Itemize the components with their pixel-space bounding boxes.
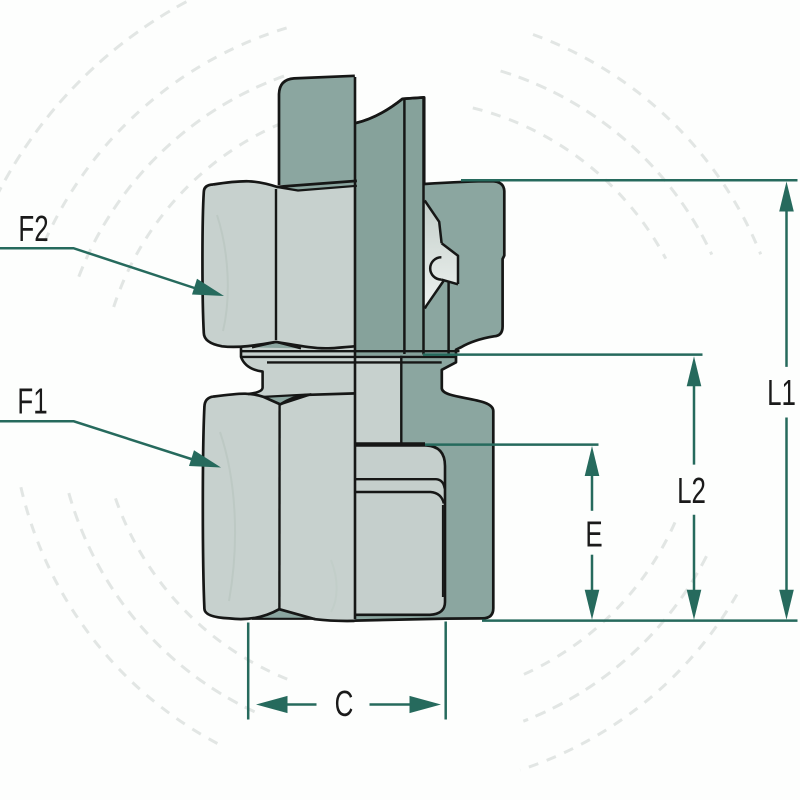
- svg-text:C: C: [335, 684, 354, 724]
- svg-text:F2: F2: [18, 209, 48, 249]
- svg-text:F1: F1: [17, 381, 47, 421]
- svg-text:L2: L2: [677, 471, 706, 511]
- svg-text:E: E: [585, 514, 602, 554]
- svg-text:L1: L1: [767, 373, 796, 413]
